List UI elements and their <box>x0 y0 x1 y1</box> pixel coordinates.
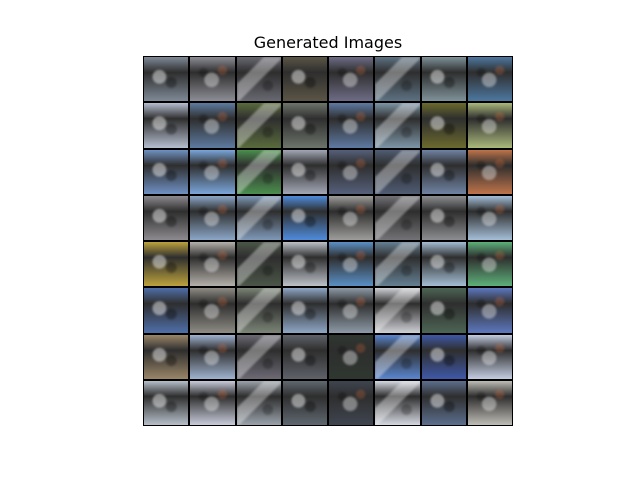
generated-image-tile-r8-c2 <box>190 380 235 425</box>
generated-image-tile-r3-c6 <box>375 149 420 194</box>
generated-image-tile-r6-c6 <box>375 288 420 333</box>
generated-image-tile-r5-c8 <box>467 242 512 287</box>
generated-image-tile-r3-c1 <box>144 149 189 194</box>
generated-image-tile-r7-c6 <box>375 334 420 379</box>
generated-image-tile-r2-c7 <box>421 103 466 148</box>
generated-image-tile-r1-c2 <box>190 57 235 102</box>
generated-image-tile-r7-c1 <box>144 334 189 379</box>
generated-image-tile-r7-c7 <box>421 334 466 379</box>
generated-image-tile-r8-c1 <box>144 380 189 425</box>
generated-image-tile-r6-c3 <box>236 288 281 333</box>
generated-image-tile-r6-c8 <box>467 288 512 333</box>
generated-image-tile-r2-c1 <box>144 103 189 148</box>
generated-image-tile-r5-c4 <box>282 242 327 287</box>
generated-image-tile-r1-c7 <box>421 57 466 102</box>
generated-image-tile-r3-c5 <box>329 149 374 194</box>
generated-image-tile-r6-c5 <box>329 288 374 333</box>
generated-image-tile-r5-c5 <box>329 242 374 287</box>
generated-image-tile-r5-c6 <box>375 242 420 287</box>
generated-image-tile-r4-c6 <box>375 195 420 240</box>
generated-image-tile-r3-c3 <box>236 149 281 194</box>
generated-image-tile-r2-c2 <box>190 103 235 148</box>
generated-image-tile-r6-c1 <box>144 288 189 333</box>
generated-image-tile-r5-c3 <box>236 242 281 287</box>
generated-image-tile-r5-c2 <box>190 242 235 287</box>
generated-image-tile-r1-c5 <box>329 57 374 102</box>
generated-image-tile-r4-c2 <box>190 195 235 240</box>
generated-image-tile-r2-c5 <box>329 103 374 148</box>
generated-image-tile-r3-c4 <box>282 149 327 194</box>
generated-images-grid <box>144 57 512 425</box>
generated-image-tile-r2-c8 <box>467 103 512 148</box>
generated-image-tile-r5-c1 <box>144 242 189 287</box>
generated-image-tile-r4-c7 <box>421 195 466 240</box>
generated-image-tile-r2-c4 <box>282 103 327 148</box>
page-title: Generated Images <box>253 33 403 52</box>
generated-image-tile-r1-c6 <box>375 57 420 102</box>
generated-image-tile-r8-c7 <box>421 380 466 425</box>
generated-image-tile-r8-c5 <box>329 380 374 425</box>
generated-image-tile-r3-c8 <box>467 149 512 194</box>
generated-image-tile-r1-c3 <box>236 57 281 102</box>
generated-image-tile-r7-c3 <box>236 334 281 379</box>
generated-image-tile-r1-c1 <box>144 57 189 102</box>
generated-image-tile-r4-c5 <box>329 195 374 240</box>
generated-image-tile-r8-c4 <box>282 380 327 425</box>
generated-image-tile-r4-c3 <box>236 195 281 240</box>
generated-images-grid-frame <box>143 56 513 426</box>
generated-image-tile-r1-c4 <box>282 57 327 102</box>
generated-image-tile-r8-c8 <box>467 380 512 425</box>
generated-image-tile-r4-c1 <box>144 195 189 240</box>
generated-image-tile-r8-c3 <box>236 380 281 425</box>
generated-image-tile-r2-c6 <box>375 103 420 148</box>
generated-image-tile-r6-c2 <box>190 288 235 333</box>
generated-image-tile-r7-c4 <box>282 334 327 379</box>
generated-image-tile-r7-c5 <box>329 334 374 379</box>
generated-image-tile-r4-c4 <box>282 195 327 240</box>
generated-image-tile-r1-c8 <box>467 57 512 102</box>
generated-image-tile-r2-c3 <box>236 103 281 148</box>
generated-image-tile-r3-c2 <box>190 149 235 194</box>
generated-image-tile-r5-c7 <box>421 242 466 287</box>
generated-image-tile-r6-c4 <box>282 288 327 333</box>
generated-image-tile-r6-c7 <box>421 288 466 333</box>
generated-image-tile-r3-c7 <box>421 149 466 194</box>
generated-image-tile-r8-c6 <box>375 380 420 425</box>
generated-image-tile-r7-c2 <box>190 334 235 379</box>
generated-image-tile-r4-c8 <box>467 195 512 240</box>
generated-image-tile-r7-c8 <box>467 334 512 379</box>
